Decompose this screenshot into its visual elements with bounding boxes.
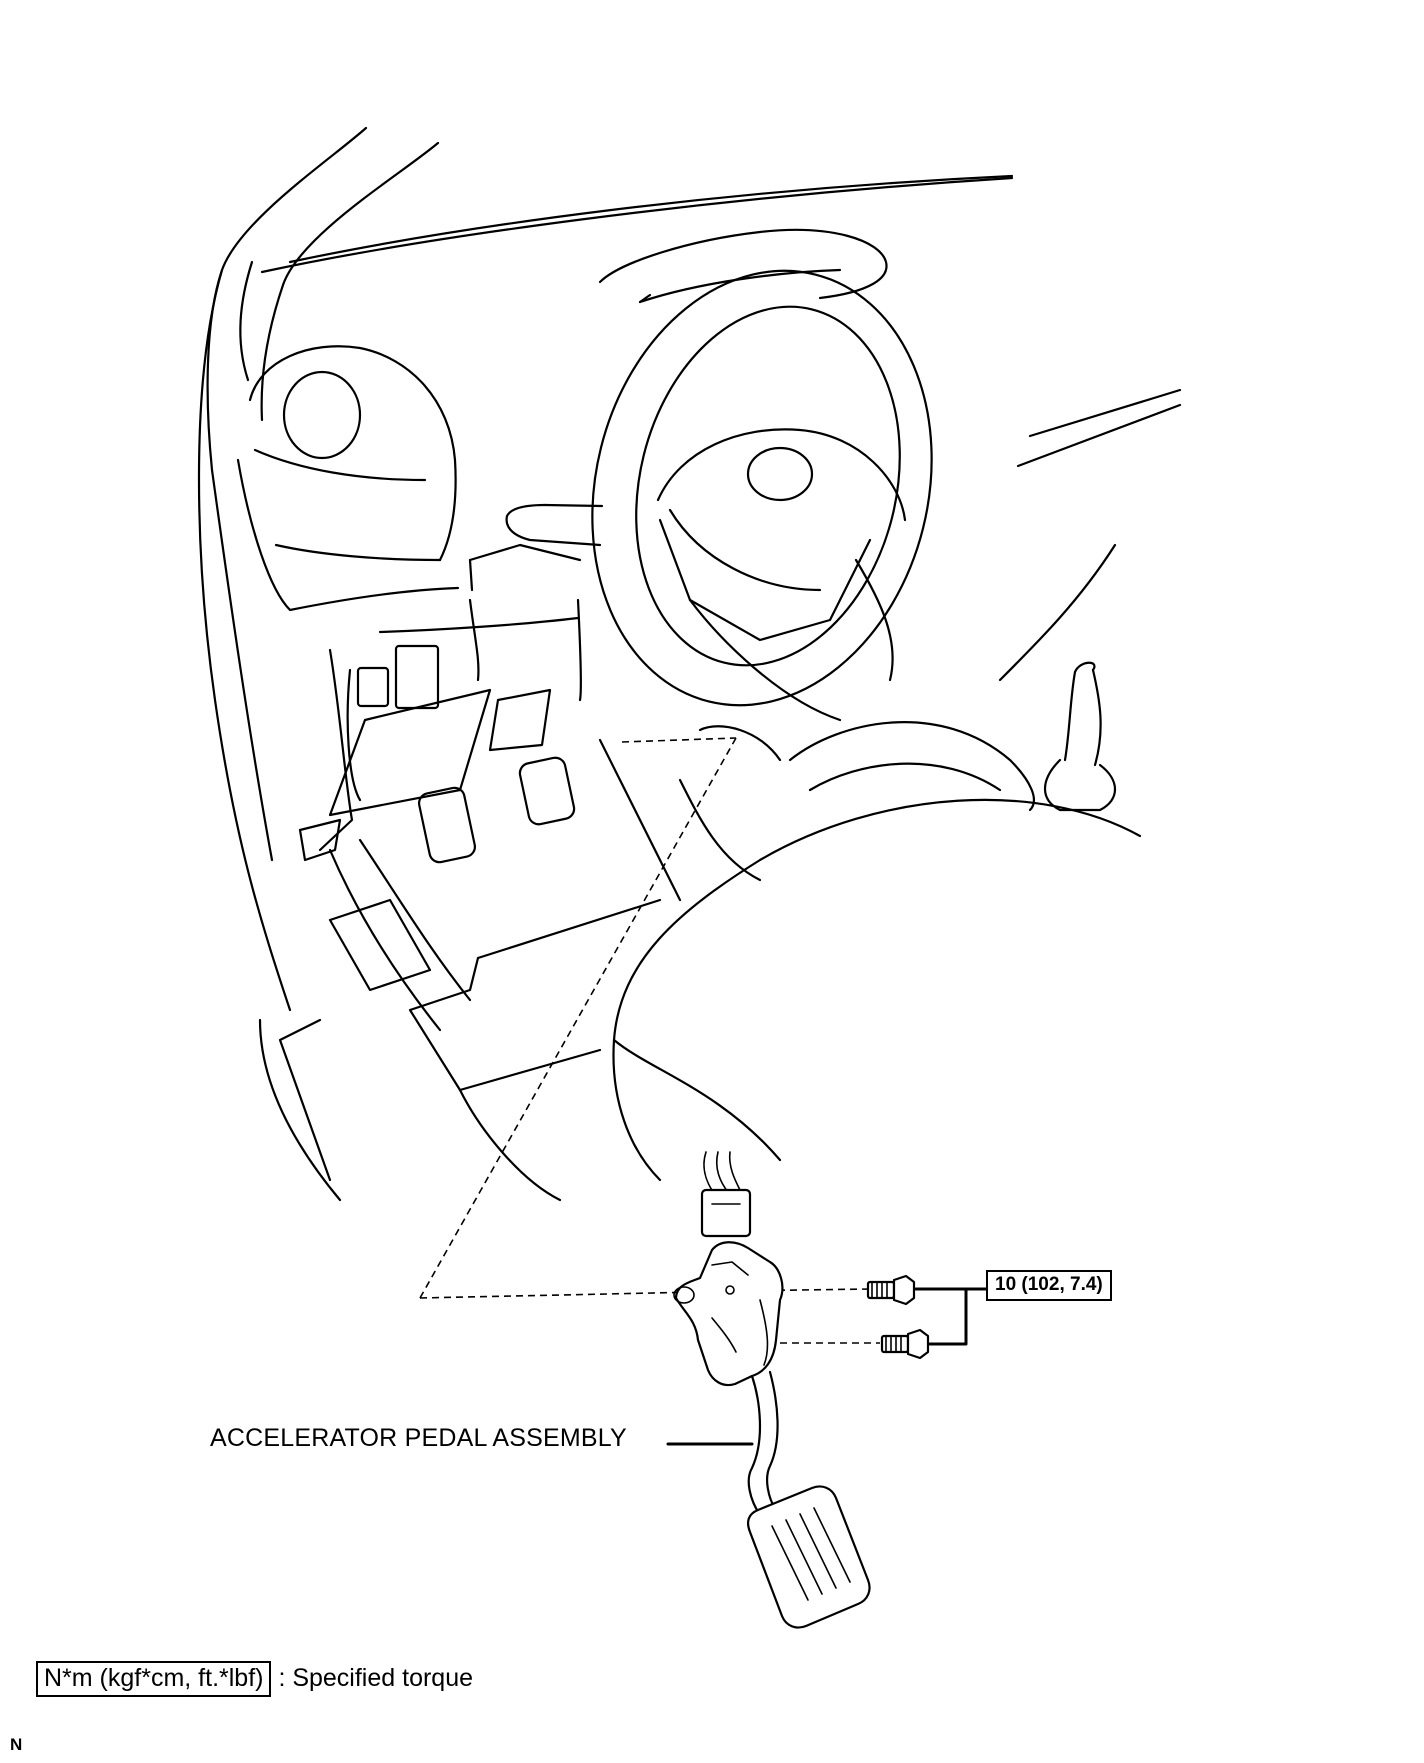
combination-switch-drawing [468, 503, 604, 592]
bolt-lower [880, 1328, 930, 1360]
view-code: N [10, 1735, 23, 1754]
torque-legend: N*m (kgf*cm, ft.*lbf) : Specified torque [36, 1661, 473, 1697]
dashboard-drawing [239, 174, 1182, 682]
shift-lever-drawing [698, 661, 1116, 812]
accelerator-pedal-label: ACCELERATOR PEDAL ASSEMBLY [210, 1424, 627, 1452]
install-location-leaders [419, 737, 880, 1344]
connector-drawing [700, 1151, 752, 1238]
bolt-upper [866, 1274, 916, 1306]
torque-legend-box: N*m (kgf*cm, ft.*lbf) [36, 1661, 272, 1697]
steering-wheel-drawing [591, 228, 933, 722]
torque-legend-description: : Specified torque [278, 1664, 474, 1692]
meter-hood-drawing [236, 345, 460, 612]
seat-drawing [612, 798, 1142, 1182]
lower-panel-drawing [298, 598, 582, 862]
accelerator-pedal-drawing [673, 1241, 871, 1629]
floor-drawing [258, 738, 762, 1202]
torque-leaders [914, 1287, 988, 1346]
torque-spec-box: 10 (102, 7.4) [986, 1270, 1112, 1301]
